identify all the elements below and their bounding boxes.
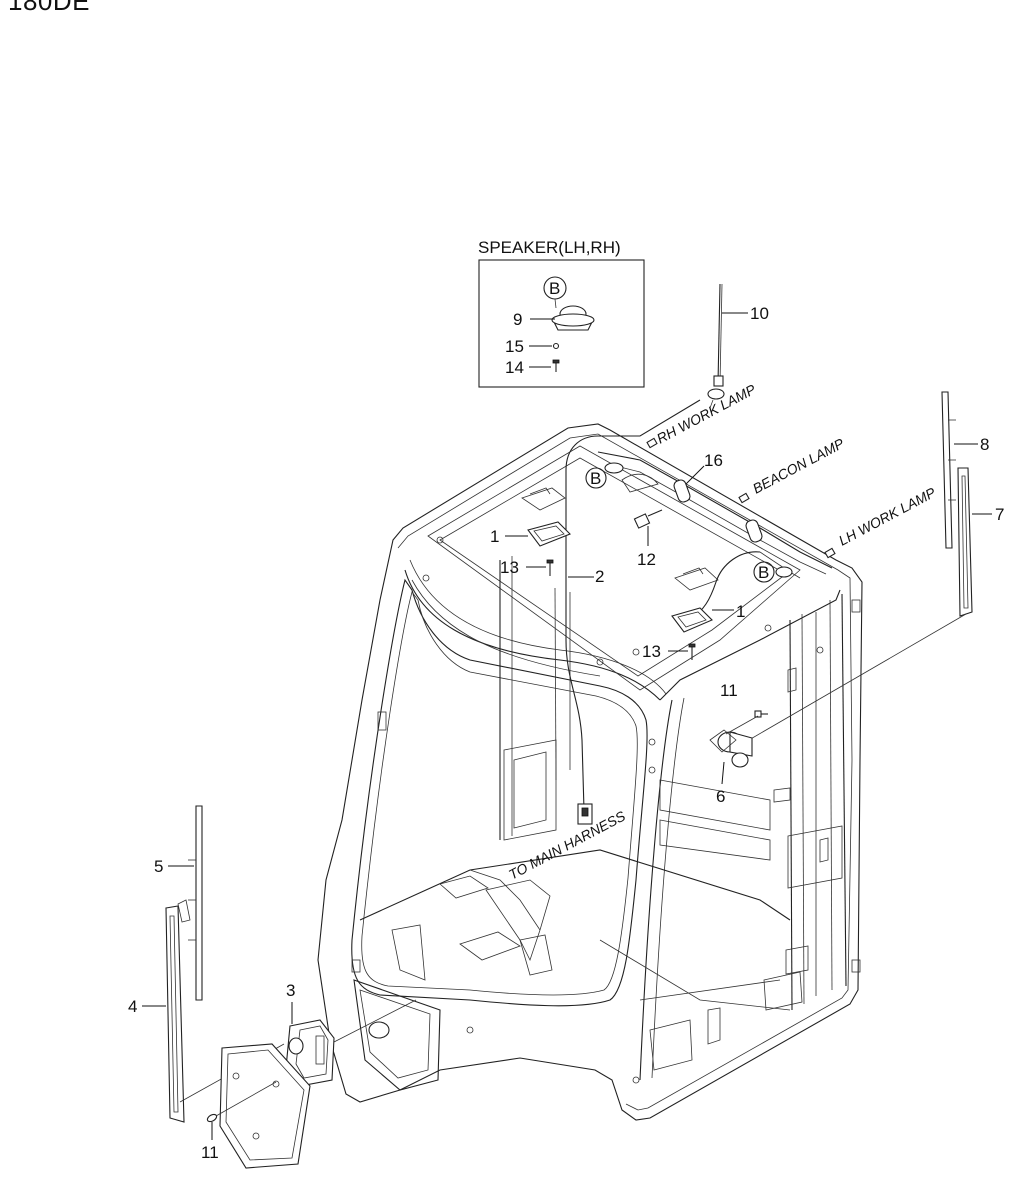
svg-text:B: B <box>590 469 601 488</box>
inset-title: SPEAKER(LH,RH) <box>478 238 621 257</box>
pin-icon <box>754 710 768 718</box>
washer-icon <box>552 342 560 350</box>
part-label-4: 4 <box>128 997 137 1016</box>
part-label-13b: 13 <box>642 642 661 661</box>
part-label-15: 15 <box>505 337 524 356</box>
part-label-9: 9 <box>513 310 522 329</box>
part-label-11a: 11 <box>720 681 738 700</box>
dome-lamp-rear-icon <box>671 607 713 633</box>
screw-front-icon <box>546 559 554 576</box>
rear-wiper-blade-icon <box>941 391 956 549</box>
screw-rear-icon <box>688 643 696 660</box>
page-header: 180DE <box>8 0 90 16</box>
svg-text:B: B <box>758 563 769 582</box>
callout-to-main-harness: TO MAIN HARNESS <box>506 807 629 882</box>
part-label-8: 8 <box>980 435 989 454</box>
dome-lamp-front-icon <box>527 521 571 547</box>
pin-front-icon <box>206 1113 218 1123</box>
part-label-6: 6 <box>716 787 725 806</box>
part-label-1b: 1 <box>736 602 745 621</box>
part-label-10: 10 <box>750 304 769 323</box>
part-label-12: 12 <box>637 550 656 569</box>
beacon-lamp-connector-icon <box>738 492 750 504</box>
speaker-inset: SPEAKER(LH,RH) B 9 15 14 <box>478 238 645 388</box>
speaker-icon <box>551 305 595 331</box>
lh-work-lamp-connector-icon <box>824 547 836 559</box>
part-label-2: 2 <box>595 567 604 586</box>
screw-icon <box>552 359 560 372</box>
antenna-icon <box>707 283 725 409</box>
rear-wiper-arm-icon <box>957 467 973 617</box>
part-label-5: 5 <box>154 857 163 876</box>
part-label-1a: 1 <box>490 527 499 546</box>
inset-frame <box>478 259 645 388</box>
part-label-13a: 13 <box>500 558 519 577</box>
callout-lh-work-lamp: LH WORK LAMP <box>836 484 939 549</box>
speaker-ref-b-rear: B <box>753 561 793 583</box>
cab-body <box>317 423 863 1121</box>
part-label-14: 14 <box>505 358 524 377</box>
speaker-ref-b-front: B <box>585 462 659 493</box>
mounting-plate-icon <box>219 1043 311 1169</box>
callout-rh-work-lamp: RH WORK LAMP <box>654 381 759 447</box>
rear-wiper-motor-icon <box>709 729 753 768</box>
front-wiper-arm-icon <box>165 899 191 1123</box>
rh-work-lamp-connector-icon <box>646 437 658 449</box>
clamp-icon <box>673 479 763 543</box>
callout-beacon-lamp: BEACON LAMP <box>750 435 847 497</box>
part-label-16: 16 <box>704 451 723 470</box>
part-label-3: 3 <box>286 981 295 1000</box>
part-label-11b: 11 <box>201 1143 219 1162</box>
part-label-7: 7 <box>995 505 1004 524</box>
bolt-icon <box>633 509 663 529</box>
front-wiper-blade-icon <box>188 805 203 1001</box>
callout-b-label: B <box>549 279 560 298</box>
